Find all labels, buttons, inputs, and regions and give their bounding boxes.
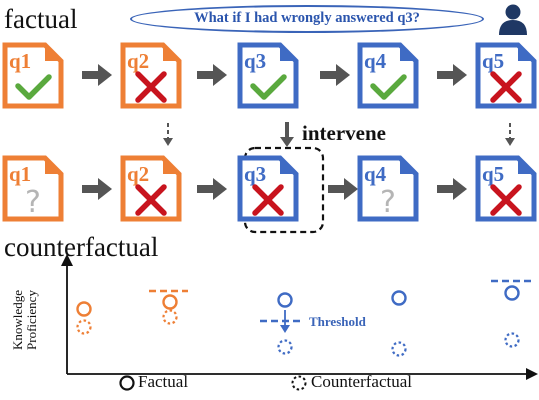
question-text: What if I had wrongly answered q3? [194, 10, 420, 26]
cross-icon [490, 71, 522, 103]
intervention-box [243, 146, 325, 234]
y-axis-label: Knowledge Proficiency [10, 290, 39, 350]
counterfactual-marker [504, 332, 520, 348]
arrow-right-icon [328, 178, 358, 200]
document-label: q1 [9, 49, 31, 73]
dashed-down-arrow-icon [505, 123, 515, 146]
document-q3-icon: q3 [237, 155, 299, 222]
document-label: q3 [244, 162, 266, 186]
drop-arrowhead [280, 325, 290, 333]
factual-marker [162, 294, 178, 310]
document-q2-icon: q2 [120, 42, 182, 109]
cross-icon [135, 71, 167, 103]
document-q5-icon: q5 [475, 42, 537, 109]
document-label: q4 [364, 162, 387, 186]
document-label: q2 [127, 162, 149, 186]
arrow-right-icon [437, 64, 467, 86]
document-q3-icon: q3 [237, 42, 299, 109]
cross-icon [135, 184, 167, 216]
document-label: q5 [482, 162, 504, 186]
check-icon [250, 74, 287, 100]
factual-marker [504, 285, 520, 301]
down-arrows [163, 122, 515, 147]
counterfactual-marker [391, 341, 407, 357]
legend-factual-marker [119, 375, 135, 391]
factual-label: factual [4, 4, 78, 34]
factual-marker [277, 292, 293, 308]
factual-row-arrows [82, 64, 467, 86]
counterfactual-row-arrows [82, 178, 467, 200]
y-axis-arrowhead [61, 254, 73, 266]
document-label: q5 [482, 49, 504, 73]
document-label: q4 [364, 49, 387, 73]
arrow-right-icon [82, 178, 112, 200]
legend-counterfactual-marker [291, 375, 307, 391]
arrow-right-icon [197, 178, 227, 200]
document-q4-icon: q4? [357, 155, 419, 222]
document-q1-icon: q1? [2, 155, 64, 222]
factual-marker [391, 290, 407, 306]
legend-counterfactual-label: Counterfactual [311, 372, 413, 391]
arrow-right-icon [197, 64, 227, 86]
document-label: q2 [127, 49, 149, 73]
cross-icon [252, 184, 284, 216]
question-mark-icon: ? [25, 185, 41, 220]
question-bubble: What if I had wrongly answered q3? [130, 5, 484, 33]
counterfactual-marker [277, 339, 293, 355]
document-label: q3 [244, 49, 266, 73]
user-icon [499, 4, 527, 35]
document-label: q1 [9, 162, 31, 186]
check-icon [370, 74, 407, 100]
x-axis-arrowhead [526, 368, 538, 380]
document-q4-icon: q4 [357, 42, 419, 109]
factual-documents: q1 q2 q3 q4 q5 [2, 42, 537, 109]
factual-marker [76, 301, 92, 317]
arrow-right-icon [437, 178, 467, 200]
check-icon [15, 74, 52, 100]
arrow-right-icon [82, 64, 112, 86]
threshold-label: Threshold [309, 314, 366, 329]
counterfactual-label: counterfactual [4, 232, 159, 262]
proficiency-plot [61, 254, 538, 380]
counterfactual-documents: q1? q2 q3 q4? q5 [2, 155, 537, 222]
document-q2-icon: q2 [120, 155, 182, 222]
legend-factual-label: Factual [138, 372, 189, 391]
arrow-right-icon [320, 64, 350, 86]
intervene-label: intervene [302, 121, 386, 145]
cross-icon [490, 184, 522, 216]
dashed-down-arrow-icon [163, 123, 173, 146]
document-q1-icon: q1 [2, 42, 64, 109]
counterfactual-marker [76, 319, 92, 335]
question-mark-icon: ? [380, 185, 396, 220]
counterfactual-marker [162, 309, 178, 325]
solid-down-arrow-icon [280, 122, 294, 147]
document-q5-icon: q5 [475, 155, 537, 222]
